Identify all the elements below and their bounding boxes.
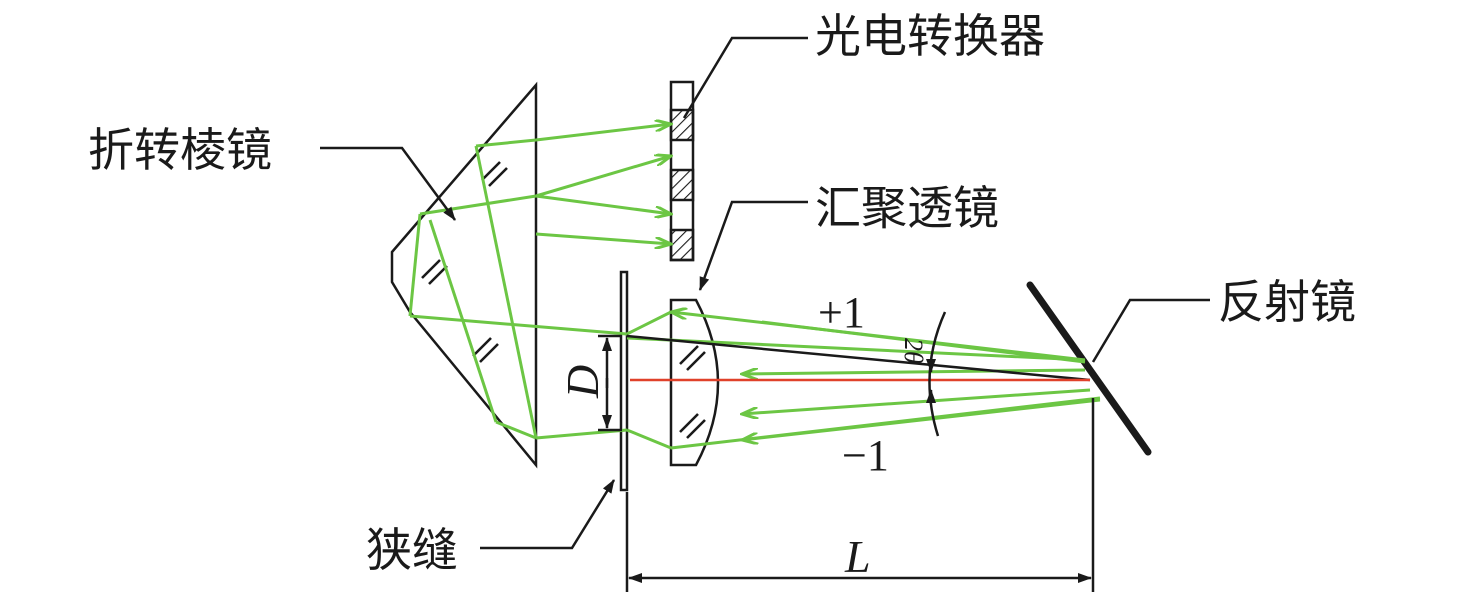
dimension-L xyxy=(625,398,1095,592)
prism-glass-marks xyxy=(421,161,508,363)
lens-glass-marks xyxy=(679,345,706,439)
leader-slit xyxy=(480,479,616,550)
angle-arc xyxy=(928,311,947,437)
converter-cell-2 xyxy=(669,168,695,202)
dimension-D xyxy=(598,334,622,432)
lens-outline xyxy=(669,298,720,467)
label-order-minus: −1 xyxy=(842,431,889,480)
converter-cell-3 xyxy=(669,228,695,262)
ray-minus1 xyxy=(742,398,1101,440)
label-photoelectric-converter: 光电转换器 xyxy=(815,9,1045,63)
leader-lines xyxy=(320,36,1210,550)
folding-prism xyxy=(390,81,538,469)
leader-photoelectric-converter xyxy=(682,36,808,119)
label-order-plus: +1 xyxy=(818,288,865,337)
label-reflector: 反射镜 xyxy=(1218,275,1356,329)
leader-folding-prism xyxy=(320,146,457,221)
prism-outline xyxy=(390,81,538,469)
label-converging-lens: 汇聚透镜 xyxy=(815,181,999,235)
slit-plate xyxy=(619,270,629,492)
label-L: L xyxy=(844,531,871,582)
label-slit: 狭缝 xyxy=(366,523,458,577)
label-D: D xyxy=(557,365,608,399)
chief-ray xyxy=(626,334,1091,382)
label-folding-prism: 折转棱镜 xyxy=(88,123,272,177)
label-angle: 2θ xyxy=(899,338,928,364)
green-rays xyxy=(408,124,1101,450)
leader-reflector xyxy=(1091,298,1210,363)
leader-converging-lens xyxy=(698,200,808,291)
reflector-mirror xyxy=(1026,281,1152,456)
converging-lens xyxy=(669,298,720,467)
slit xyxy=(619,270,629,492)
converter-cell-1 xyxy=(669,108,695,142)
